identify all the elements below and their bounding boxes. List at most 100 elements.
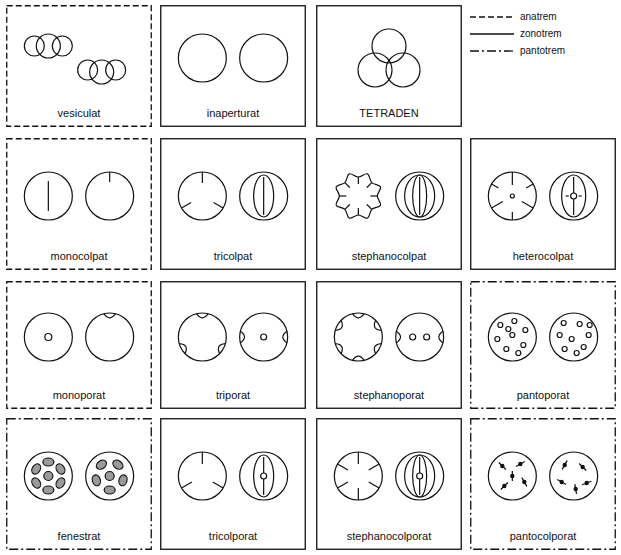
figure-part	[90, 60, 114, 84]
aperture-box: stephanocolpat	[316, 138, 462, 270]
aperture-box: monocolpat	[6, 138, 152, 270]
figure-part	[522, 202, 533, 209]
pollen-grain	[178, 452, 287, 500]
figure-part	[561, 321, 566, 326]
figure-part	[30, 462, 42, 476]
pollen-grain	[24, 34, 125, 84]
figure-part	[48, 181, 49, 211]
figure-part	[581, 345, 586, 350]
figure-part	[54, 476, 66, 490]
figure-part	[358, 488, 359, 500]
figure-part	[263, 177, 264, 215]
aperture-box: heterocolpat	[470, 138, 616, 270]
figure-part	[396, 172, 444, 220]
type-label: fenestrat	[58, 530, 101, 543]
figure-part	[202, 452, 203, 464]
type-label: monoporat	[53, 389, 106, 402]
figure-part	[178, 452, 226, 500]
aperture-box: pantoporat	[470, 281, 616, 409]
figure-part	[254, 175, 274, 217]
aperture-box: vesiculat	[6, 5, 152, 127]
figure-part	[560, 480, 563, 483]
figure-part	[24, 313, 72, 361]
figure-part	[501, 482, 508, 489]
figure-part	[178, 172, 226, 220]
figure-part	[105, 472, 114, 481]
figure-part	[86, 452, 134, 500]
pollen-grain	[358, 29, 420, 87]
pollen-grain	[488, 172, 597, 220]
figure-part	[178, 313, 226, 361]
type-label: monocolpat	[51, 250, 108, 263]
box-border	[161, 419, 306, 550]
figure-part	[24, 172, 72, 220]
figure-part	[104, 486, 115, 494]
figure-part	[370, 195, 377, 196]
figure-part	[499, 462, 506, 469]
figure-part	[396, 313, 444, 361]
figure-part	[575, 484, 577, 494]
figure-part	[550, 172, 598, 220]
box-border	[161, 282, 306, 409]
figure-part	[550, 313, 598, 361]
pollen-grain	[488, 313, 597, 361]
figure-part	[526, 184, 533, 188]
figure-part	[557, 333, 562, 338]
figure-part	[577, 322, 582, 327]
figure-part	[43, 486, 54, 494]
figure-part	[106, 60, 126, 80]
figure-part	[240, 172, 288, 220]
figure-part	[240, 452, 288, 500]
box-border	[317, 6, 462, 127]
figure-part	[334, 313, 382, 361]
figure-part	[510, 333, 515, 338]
type-label: stephanoporat	[354, 389, 424, 402]
figure-part	[45, 334, 52, 341]
figure-part	[52, 36, 72, 56]
figure-part	[512, 319, 517, 324]
aperture-box: stephanocolporat	[316, 418, 462, 550]
aperture-box: TETRADEN	[316, 5, 462, 127]
pollen-grain	[334, 452, 443, 500]
figure-part	[44, 472, 53, 481]
type-label: TETRADEN	[359, 107, 418, 120]
figure-part	[179, 344, 186, 354]
figure-part	[488, 452, 536, 500]
figure-part	[582, 481, 591, 484]
figure-part	[410, 334, 416, 340]
type-label: vesiculat	[58, 107, 101, 120]
figure-part	[562, 175, 586, 217]
figure-part	[519, 462, 522, 465]
figure-part	[579, 195, 582, 196]
figure-part	[334, 452, 382, 500]
figure-part	[213, 482, 223, 488]
type-label: stephanocolporat	[347, 530, 431, 543]
figure-part	[30, 476, 42, 490]
figure-part	[498, 323, 503, 328]
figure-part	[336, 174, 381, 219]
figure-part	[202, 172, 203, 183]
figure-part	[569, 337, 574, 342]
figure-part	[439, 331, 443, 343]
aperture-box: monoporat	[6, 281, 152, 409]
figure-part	[261, 334, 267, 340]
figure-part	[405, 175, 435, 217]
figure-part	[571, 193, 577, 199]
legend-row: pantotrem	[470, 42, 565, 59]
figure-part	[574, 351, 579, 356]
figure-part	[358, 452, 359, 464]
figure-part	[240, 331, 244, 343]
legend-row: zonotrem	[470, 25, 565, 42]
figure-part	[516, 351, 521, 356]
box-border	[471, 419, 616, 550]
figure-part	[338, 482, 348, 488]
figure-part	[585, 481, 588, 484]
figure-part	[586, 333, 591, 338]
figure-part	[254, 455, 274, 497]
figure-part	[345, 204, 350, 209]
figure-part	[488, 313, 536, 361]
type-label: stephanocolpat	[352, 250, 427, 263]
figure-part	[117, 474, 128, 487]
box-border	[161, 139, 306, 270]
